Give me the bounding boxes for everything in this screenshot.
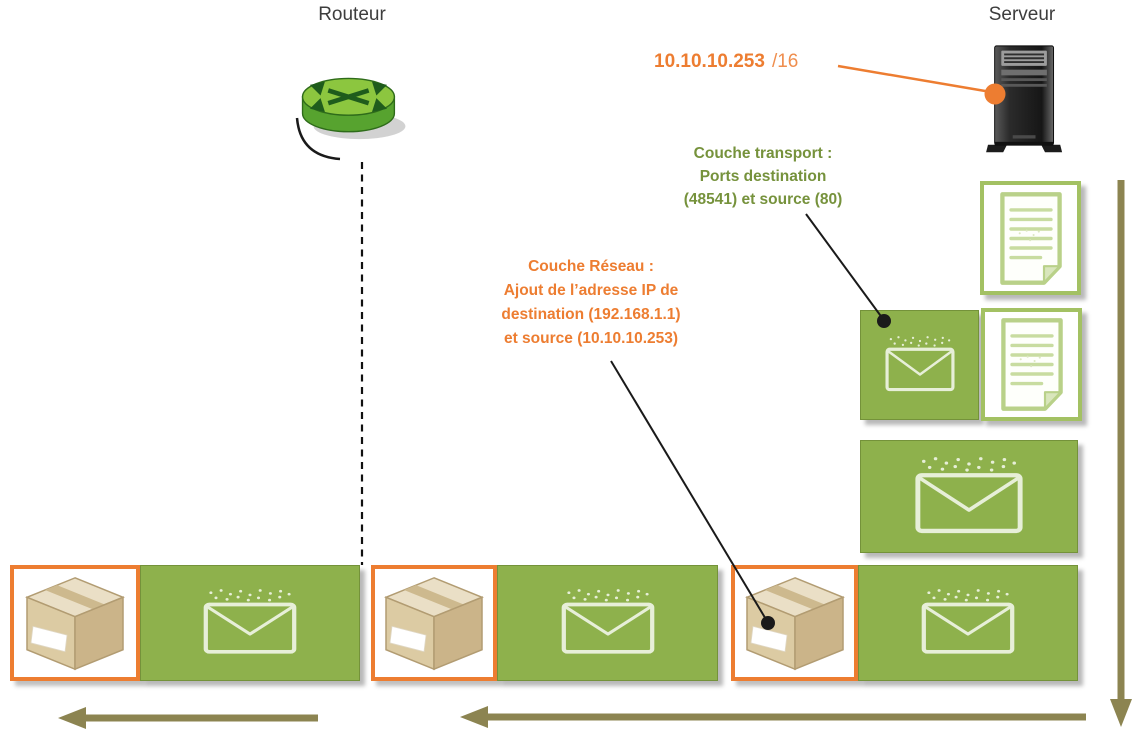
packet-segment-envelope [860,310,979,420]
packet-ip-parcel-1 [10,565,140,681]
packet-ip-parcel-3 [731,565,858,681]
ip-callout-line [837,64,992,94]
flow-arrow-down [1110,180,1132,727]
server-tower-icon [986,44,1066,158]
flow-arrow-middle [460,706,1086,728]
envelope-icon [910,457,1028,537]
envelope-icon [917,589,1019,657]
flow-arrow-left [58,707,318,729]
router-icon [286,54,410,158]
document-icon [993,316,1071,413]
transport-callout-line [805,213,884,320]
parcel-box-icon [26,576,124,670]
transport-annotation-line3: (48541) et source (80) [683,191,843,208]
document-icon [992,190,1070,287]
server-label: Serveur [988,4,1056,25]
packet-ip-parcel-2 [371,565,497,681]
network-annotation-line4: et source (10.10.10.253) [503,330,679,347]
packet-segment-envelope-2 [497,565,718,681]
network-annotation-line2: Ajout de l’adresse IP de [503,282,679,299]
ip-address-text: 10.10.10.253 [654,51,765,72]
transport-annotation-line1: Couche transport : [693,145,833,162]
envelope-icon [199,589,301,657]
packet-data-document-2 [981,308,1082,421]
network-annotation-line3: destination (192.168.1.1) [501,306,681,323]
ip-prefix-text: /16 [771,51,799,72]
envelope-icon [557,589,659,657]
packet-data-document [980,181,1081,295]
network-annotation-line1: Couche Réseau : [528,258,654,275]
network-layer-annotation: Couche Réseau : Ajout de l’adresse IP de… [477,255,705,351]
server-ip-annotation: 10.10.10.253/16 [654,51,798,73]
transport-layer-annotation: Couche transport : Ports destination (48… [662,142,864,211]
packet-segment-wide [860,440,1078,553]
router-label: Routeur [318,4,386,25]
packet-segment-envelope-3 [858,565,1078,681]
parcel-box-icon [385,576,483,670]
packet-segment-envelope-1 [140,565,360,681]
transport-annotation-line2: Ports destination [699,168,827,185]
parcel-box-icon [745,576,844,670]
envelope-icon [884,336,955,392]
